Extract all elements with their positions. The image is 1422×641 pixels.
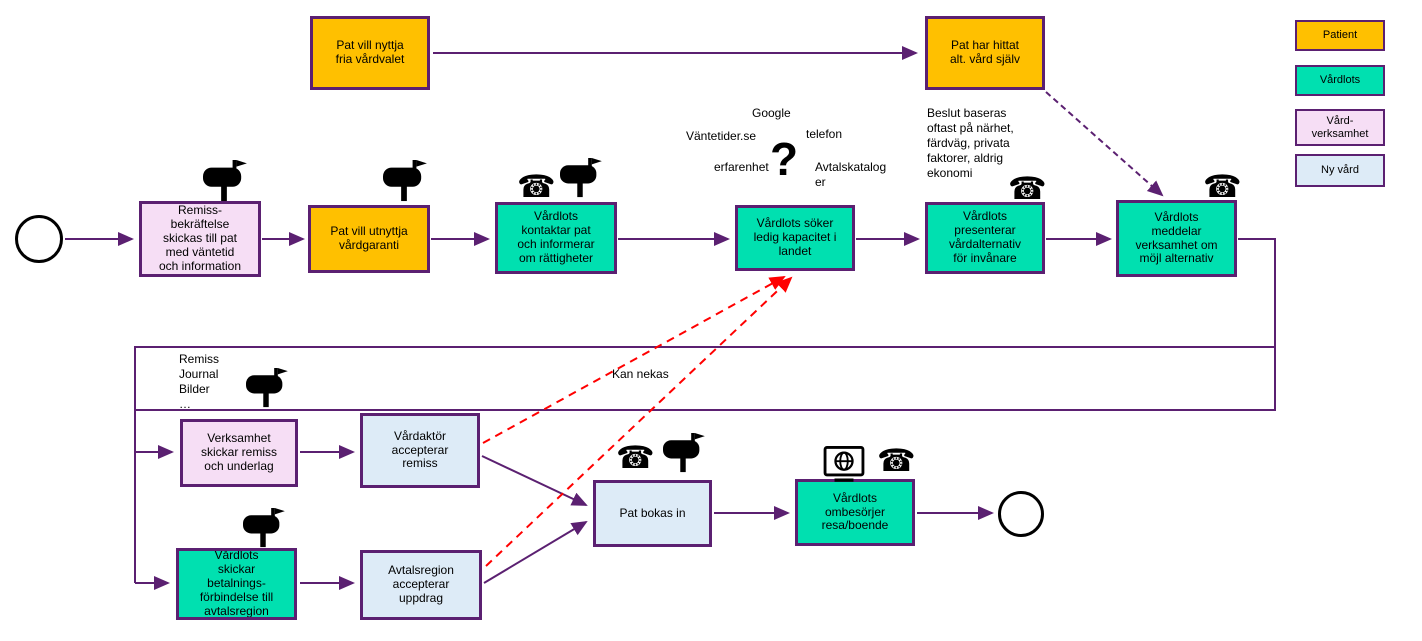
phone-icon: ☎ xyxy=(616,440,655,475)
node-vardlots-ombesorjer-resa: Vårdlots ombesörjer resa/boende xyxy=(795,479,915,546)
documents-band-rect xyxy=(134,346,1276,411)
legend-vardverksamhet: Vård- verksamhet xyxy=(1295,109,1385,146)
edge-avtalsregion-to-bokas xyxy=(483,520,588,584)
node-vardlots-kontaktar-pat: Vårdlots kontaktar pat och informerar om… xyxy=(495,202,617,274)
mailbox-icon xyxy=(557,158,603,198)
annotation-telefon: telefon xyxy=(806,127,843,141)
annotation-avtalskataloger: Avtalskatalog er xyxy=(815,160,887,189)
edge-meddelar-feedback-loop xyxy=(1238,238,1276,347)
legend-patient: Patient xyxy=(1295,20,1385,51)
annotation-google: Google xyxy=(752,106,791,120)
mailbox-icon xyxy=(380,160,428,202)
node-vardlots-soker-kapacitet: Vårdlots söker ledig kapacitet i landet xyxy=(735,205,855,271)
edge-label-kan-nekas: Kan nekas xyxy=(612,367,669,381)
annotation-erfarenhet: erfarenhet xyxy=(714,160,769,174)
edge-vardaktor-to-bokas xyxy=(481,455,588,506)
end-event-circle xyxy=(998,491,1044,537)
phone-icon: ☎ xyxy=(877,443,916,478)
node-vardlots-betalningsforbindelse: Vårdlots skickar betalnings- förbindelse… xyxy=(176,548,297,620)
annotation-dokumentlista: Remiss Journal Bilder … xyxy=(179,352,220,411)
edge-kan-nekas-from-vardaktor xyxy=(482,276,786,444)
node-pat-bokas-in: Pat bokas in xyxy=(593,480,712,547)
phone-icon: ☎ xyxy=(517,169,556,204)
annotation-beslut-baseras: Beslut baseras oftast på närhet, färdväg… xyxy=(927,106,1014,180)
edge-hittat-to-meddelar-dashed xyxy=(1045,91,1164,197)
node-pat-har-hittat-alt-vard: Pat har hittat alt. vård själv xyxy=(925,16,1045,90)
web-browser-icon xyxy=(822,446,866,482)
legend-vardlots: Vårdlots xyxy=(1295,65,1385,96)
node-remissbekraftelse: Remiss- bekräftelse skickas till pat med… xyxy=(139,201,261,277)
phone-icon: ☎ xyxy=(1203,169,1242,204)
mailbox-icon xyxy=(240,508,286,548)
node-vardaktor-accepterar-remiss: Vårdaktör accepterar remiss xyxy=(360,413,480,488)
mailbox-icon xyxy=(243,368,289,408)
phone-icon: ☎ xyxy=(1008,171,1047,206)
node-vardlots-presenterar: Vårdlots presenterar vårdalternativ för … xyxy=(925,202,1045,274)
mailbox-icon xyxy=(200,160,248,202)
node-pat-vill-utnyttja-vardgaranti: Pat vill utnyttja vårdgaranti xyxy=(308,205,430,273)
annotation-vantetider: Väntetider.se xyxy=(686,129,757,143)
start-event-circle xyxy=(15,215,63,263)
node-pat-vill-nyttja-fria-vardvalet: Pat vill nyttja fria vårdvalet xyxy=(310,16,430,90)
legend-ny-vard: Ny vård xyxy=(1295,154,1385,187)
node-avtalsregion-accepterar: Avtalsregion accepterar uppdrag xyxy=(360,550,482,620)
question-mark-icon: ? xyxy=(770,133,799,185)
node-vardlots-meddelar: Vårdlots meddelar verksamhet om möjl alt… xyxy=(1116,200,1237,277)
mailbox-icon xyxy=(660,433,706,473)
node-verksamhet-skickar-remiss: Verksamhet skickar remiss och underlag xyxy=(180,419,298,487)
